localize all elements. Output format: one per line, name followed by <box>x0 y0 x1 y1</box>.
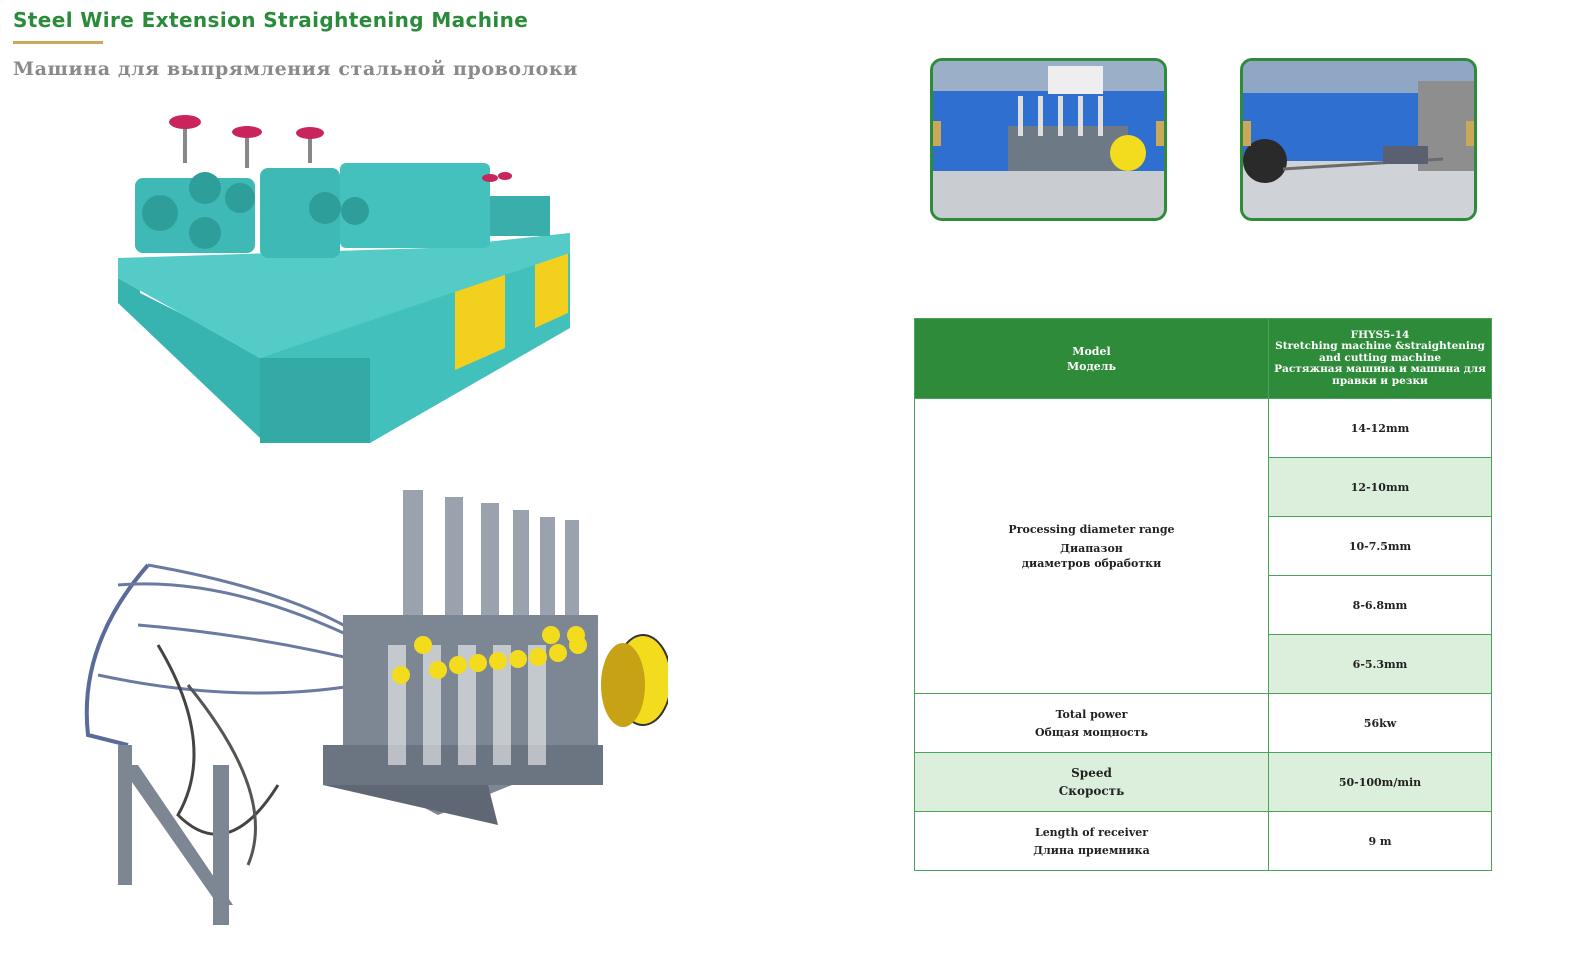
diameter-row-5: 6-5.3mm <box>915 634 1492 694</box>
model-code: FHYS5-14 <box>1350 328 1410 341</box>
diameter-value: 14-12mm <box>1268 398 1492 458</box>
factory-photo-right <box>1240 58 1477 221</box>
model-label-en: Model <box>1072 344 1111 358</box>
model-desc-ru-2: правки и резки <box>1332 374 1428 387</box>
speed-label-cell: Speed Скорость <box>914 752 1269 812</box>
receiver-label-cell: Length of receiver Длина приемника <box>914 811 1269 871</box>
diameter-row-2: 12-10mm <box>915 457 1492 517</box>
power-row: Total power Общая мощность 56kw <box>914 693 1492 753</box>
speed-label-en: Speed <box>1071 765 1112 780</box>
model-label-cell: Model Модель <box>914 318 1269 399</box>
factory-photo-left <box>930 58 1167 221</box>
page-title: Steel Wire Extension Straightening Machi… <box>13 8 529 32</box>
diameter-value: 10-7.5mm <box>1268 516 1492 576</box>
speed-value: 50-100m/min <box>1268 752 1492 812</box>
diameter-label-ru-2: диаметров обработки <box>1021 556 1162 570</box>
model-value-cell: FHYS5-14 Stretching machine &straighteni… <box>1268 318 1492 399</box>
speed-label-ru: Скорость <box>1058 783 1125 798</box>
model-desc-en-1: Stretching machine &straightening <box>1275 340 1485 353</box>
diameter-label-cell: Processing diameter range Диапазон диаме… <box>914 398 1269 694</box>
receiver-label-ru: Длина приемника <box>1033 843 1150 857</box>
diameter-label-ru-1: Диапазон <box>1060 541 1123 555</box>
receiver-value: 9 m <box>1268 811 1492 871</box>
model-desc-en-2: and cutting machine <box>1318 351 1442 364</box>
diameter-value: 8-6.8mm <box>1268 575 1492 635</box>
spec-table: Model Модель FHYS5-14 Stretching machine… <box>914 318 1492 871</box>
diameter-label-en: Processing diameter range <box>1008 522 1175 536</box>
receiver-row: Length of receiver Длина приемника 9 m <box>914 811 1492 871</box>
receiver-label-en: Length of receiver <box>1034 825 1149 839</box>
diameter-value: 12-10mm <box>1268 457 1492 517</box>
power-label-cell: Total power Общая мощность <box>914 693 1269 753</box>
spec-header-row: Model Модель FHYS5-14 Stretching machine… <box>914 318 1492 399</box>
diameter-row-4: 8-6.8mm <box>915 575 1492 635</box>
power-value: 56kw <box>1268 693 1492 753</box>
title-underline <box>13 41 103 44</box>
diameter-row-1: Processing diameter range Диапазон диаме… <box>914 398 1492 694</box>
speed-row: Speed Скорость 50-100m/min <box>914 752 1492 812</box>
page-subtitle: Машина для выпрямления стальной проволок… <box>13 58 578 80</box>
model-desc-ru-1: Растяжная машина и машина для <box>1274 363 1486 376</box>
machine-top-image <box>118 115 570 443</box>
diameter-value: 6-5.3mm <box>1268 634 1492 694</box>
machine-bottom-image <box>84 490 668 925</box>
power-label-en: Total power <box>1055 707 1128 721</box>
model-label-ru: Модель <box>1066 359 1117 373</box>
power-label-ru: Общая мощность <box>1034 725 1149 739</box>
